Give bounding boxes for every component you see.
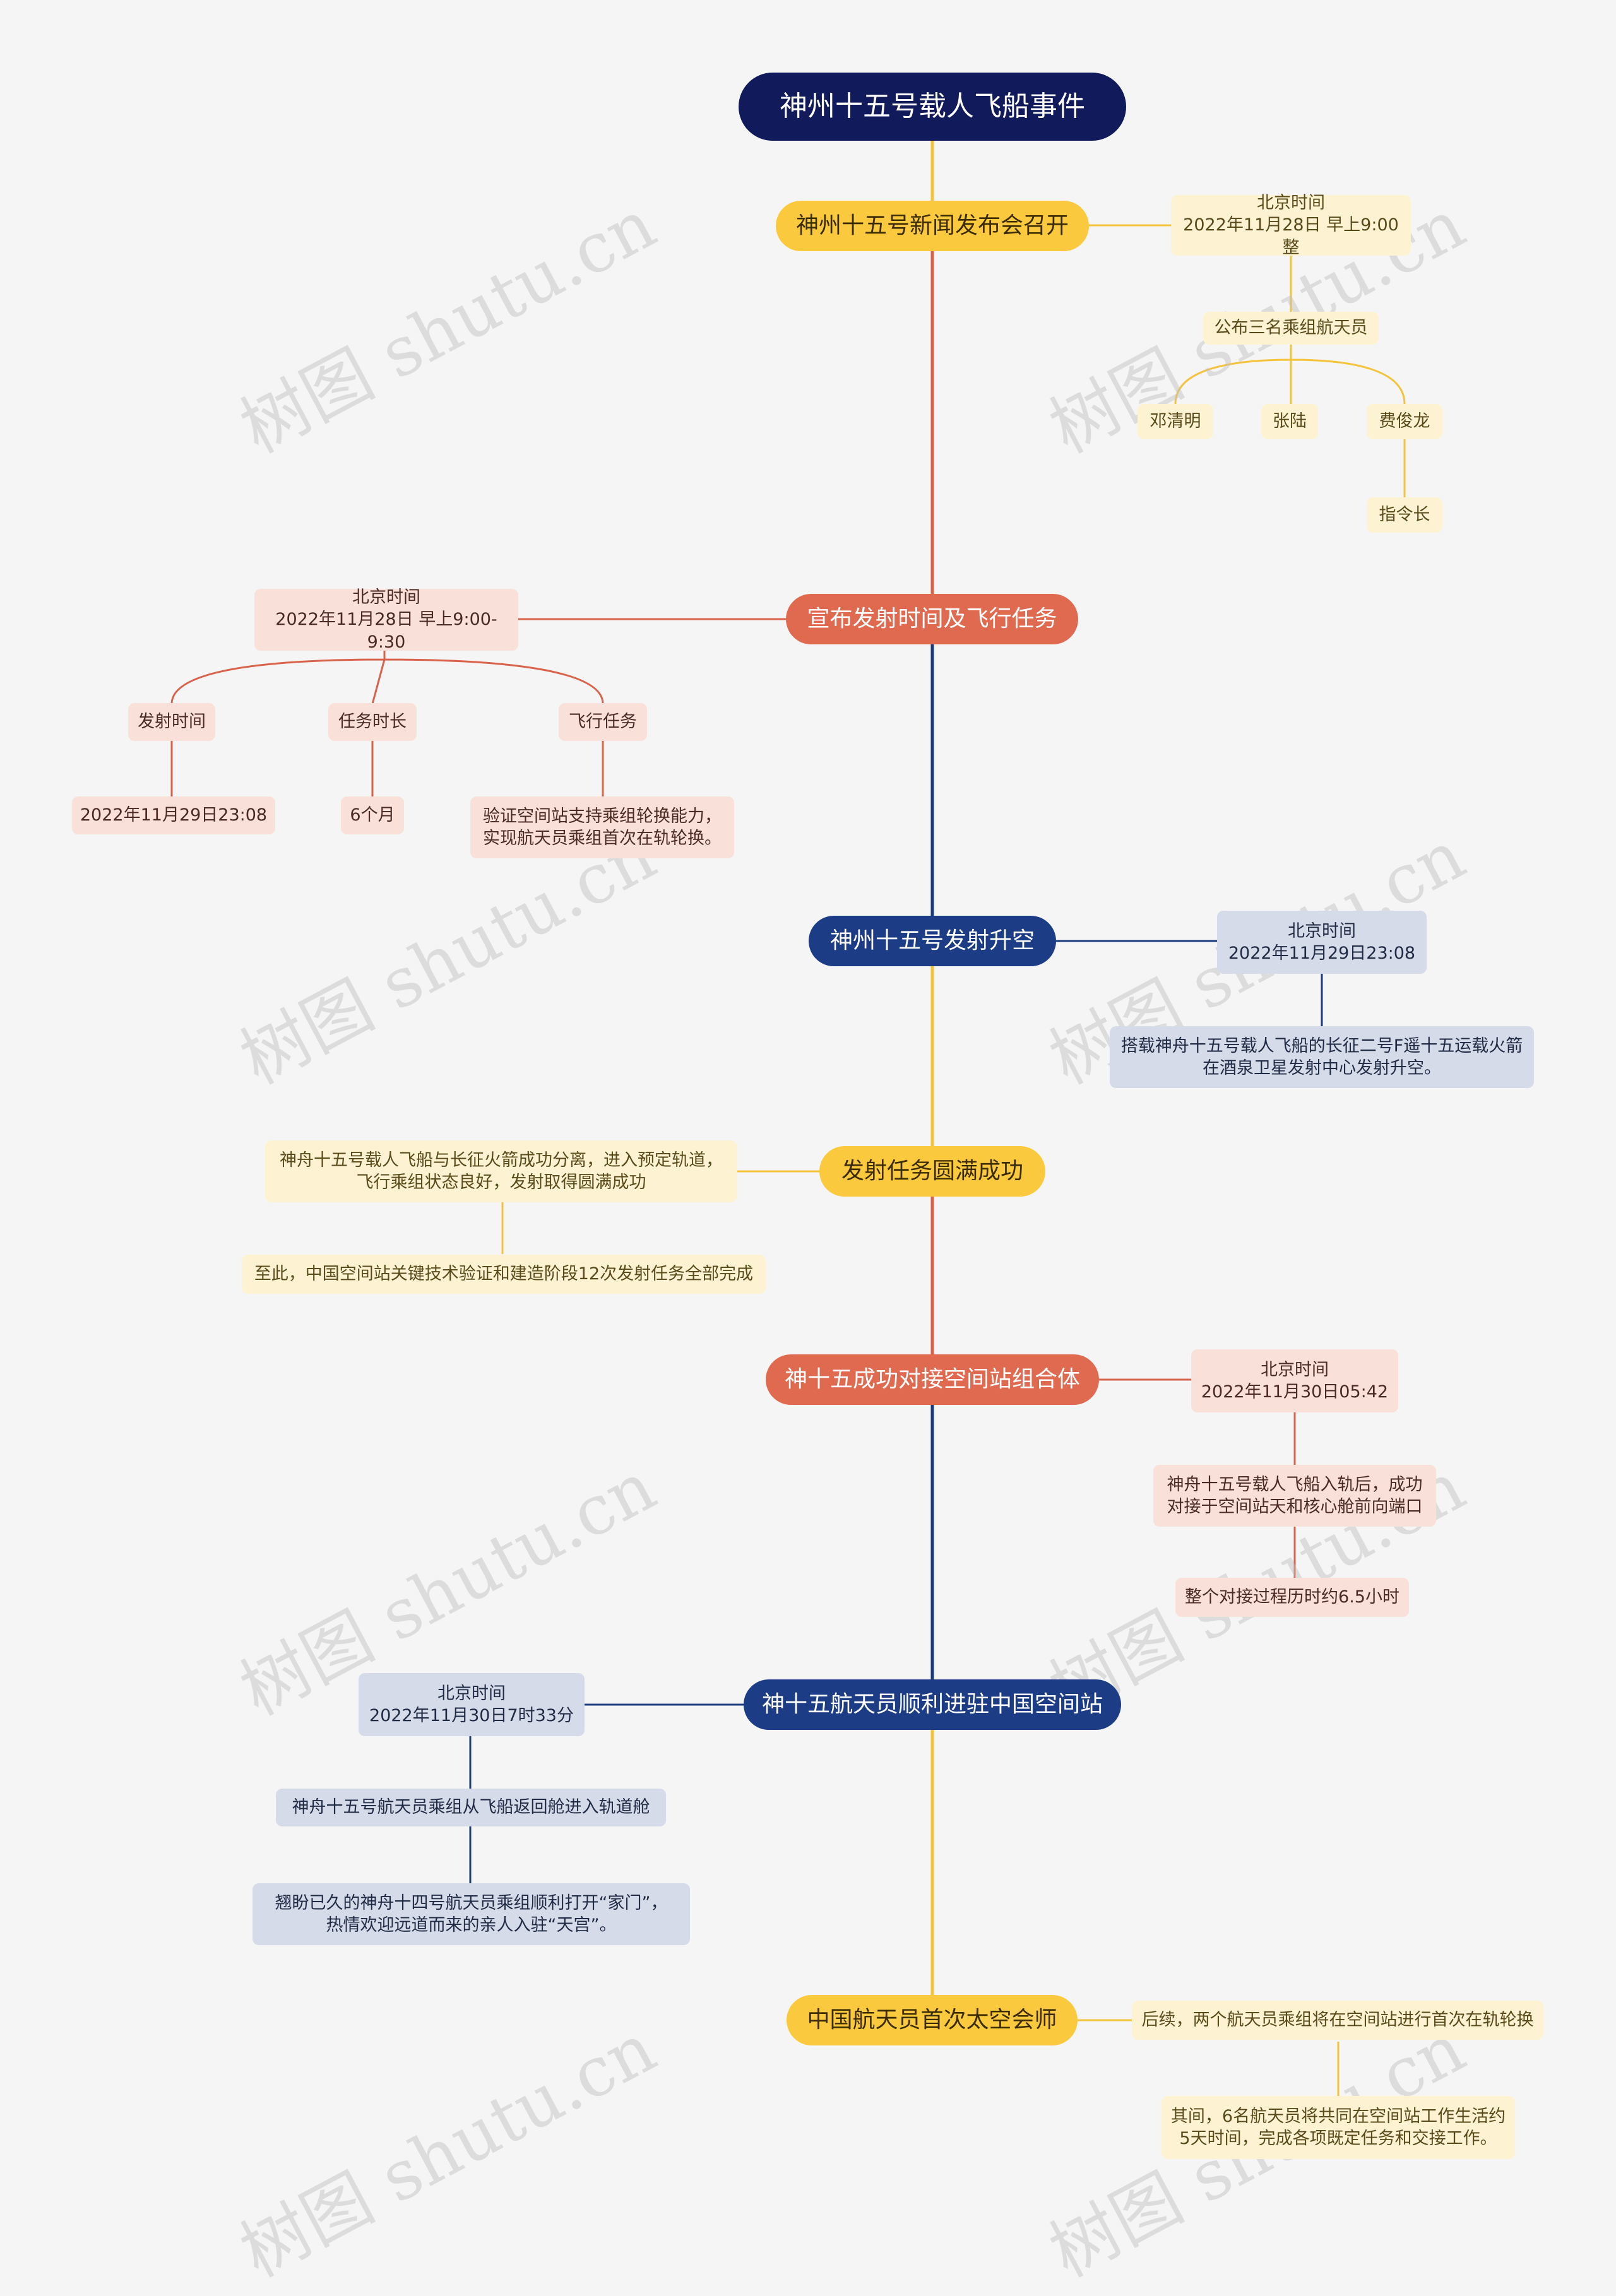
topic4-desc[interactable]: 神舟十五号载人飞船与长征火箭成功分离，进入预定轨道， 飞行乘组状态良好，发射取得…: [265, 1140, 737, 1202]
duration-value[interactable]: 6个月: [341, 796, 404, 834]
mission-value[interactable]: 验证空间站支持乘组轮换能力， 实现航天员乘组首次在轨轮换。: [470, 796, 734, 858]
topic-press-conference[interactable]: 神州十五号新闻发布会召开: [776, 201, 1089, 251]
topic-launch-success[interactable]: 发射任务圆满成功: [819, 1146, 1045, 1197]
launch-time-value[interactable]: 2022年11月29日23:08: [72, 796, 275, 834]
topic7-desc[interactable]: 后续，两个航天员乘组将在空间站进行首次在轨轮换: [1132, 2001, 1543, 2040]
astronaut-zhang-lu[interactable]: 张陆: [1261, 404, 1318, 439]
topic5-note[interactable]: 整个对接过程历时约6.5小时: [1175, 1578, 1409, 1617]
topic-entering-station[interactable]: 神十五航天员顺利进驻中国空间站: [744, 1679, 1121, 1730]
topic3-time[interactable]: 北京时间 2022年11月29日23:08: [1217, 911, 1427, 974]
topic7-note[interactable]: 其间，6名航天员将共同在空间站工作生活约 5天时间，完成各项既定任务和交接工作。: [1162, 2096, 1515, 2159]
topic6-note[interactable]: 翘盼已久的神舟十四号航天员乘组顺利打开“家门”， 热情欢迎远道而来的亲人入驻“天…: [252, 1883, 690, 1945]
topic3-desc[interactable]: 搭载神舟十五号载人飞船的长征二号F遥十五运载火箭 在酒泉卫星发射中心发射升空。: [1110, 1026, 1534, 1088]
connector-layer: [170, 140, 1406, 2097]
branch-line: [170, 650, 604, 704]
topic-space-reunion[interactable]: 中国航天员首次太空会师: [787, 1995, 1078, 2045]
topic2-time[interactable]: 北京时间 2022年11月28日 早上9:00-9:30: [254, 588, 518, 652]
root-topic[interactable]: 神州十五号载人飞船事件: [739, 73, 1126, 141]
topic6-desc[interactable]: 神舟十五号航天员乘组从飞船返回舱进入轨道舱: [276, 1789, 666, 1826]
topic1-time[interactable]: 北京时间 2022年11月28日 早上9:00整: [1171, 193, 1411, 257]
duration-label[interactable]: 任务时长: [328, 703, 417, 741]
topic-liftoff[interactable]: 神州十五号发射升空: [809, 916, 1056, 966]
topic-docking[interactable]: 神十五成功对接空间站组合体: [766, 1354, 1099, 1405]
topic5-desc[interactable]: 神舟十五号载人飞船入轨后，成功 对接于空间站天和核心舱前向端口: [1153, 1465, 1436, 1527]
astronaut-fei-junlong[interactable]: 费俊龙: [1367, 404, 1442, 439]
mission-label[interactable]: 飞行任务: [559, 703, 647, 741]
topic5-time[interactable]: 北京时间 2022年11月30日05:42: [1191, 1349, 1398, 1412]
topic-launch-announcement[interactable]: 宣布发射时间及飞行任务: [786, 594, 1078, 644]
topic4-note[interactable]: 至此，中国空间站关键技术验证和建造阶段12次发射任务全部完成: [242, 1255, 766, 1294]
topic6-time[interactable]: 北京时间 2022年11月30日7时33分: [359, 1673, 585, 1736]
launch-time-label[interactable]: 发射时间: [128, 703, 215, 741]
branch-line: [1174, 343, 1406, 405]
commander-label[interactable]: 指令长: [1367, 497, 1442, 533]
astronaut-deng-qingming[interactable]: 邓清明: [1138, 404, 1213, 439]
topic1-announce[interactable]: 公布三名乘组航天员: [1203, 312, 1379, 345]
